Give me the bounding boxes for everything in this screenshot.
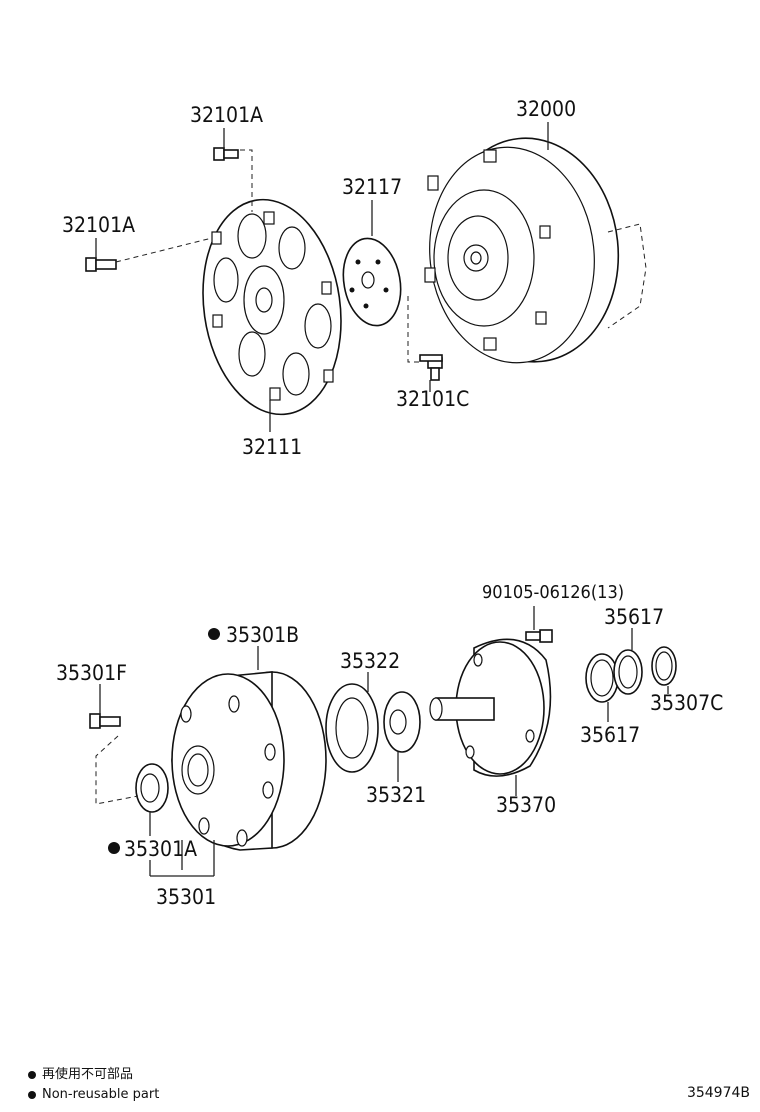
seal-ring-35307C	[651, 646, 677, 686]
torque-converter-32000	[424, 137, 620, 364]
label-35301: 35301	[156, 885, 216, 909]
drive-plate-32111	[202, 198, 342, 416]
label-32000: 32000	[516, 97, 576, 121]
spacer-plate-32117	[342, 237, 402, 327]
label-35301A: 35301A	[124, 837, 197, 861]
label-35617-top: 35617	[604, 605, 664, 629]
oil-pump-body-35301	[171, 671, 327, 851]
label-35617-bottom: 35617	[580, 723, 640, 747]
non-reusable-marker	[208, 628, 220, 640]
bullet-icon	[28, 1091, 36, 1099]
seal-ring-35617-a	[585, 653, 619, 703]
stator-shaft-35370	[429, 638, 552, 777]
non-reusable-marker	[108, 842, 120, 854]
diagram-code: 354974B	[686, 1085, 750, 1101]
label-32101C: 32101C	[396, 387, 469, 411]
legend-row-jp: 再使用不可部品	[28, 1065, 159, 1085]
label-90105-06126: 90105-06126(13)	[482, 582, 624, 603]
label-32101A-left: 32101A	[62, 213, 135, 237]
bolt-90105-06126	[525, 629, 553, 643]
legend-text-jp: 再使用不可部品	[42, 1067, 134, 1082]
bolt-32101C	[419, 354, 443, 381]
label-35307C: 35307C	[650, 691, 723, 715]
label-35301B: 35301B	[226, 623, 299, 647]
label-32111: 32111	[242, 435, 302, 459]
label-32101A-top: 32101A	[190, 103, 263, 127]
legend-text-en: Non-reusable part	[42, 1087, 160, 1102]
bolt-35301F	[89, 713, 121, 729]
bullet-icon	[28, 1071, 36, 1079]
legend-row-en: Non-reusable part	[28, 1085, 159, 1105]
label-35370: 35370	[496, 793, 556, 817]
seal-ring-35617-b	[613, 649, 643, 695]
oil-seal-35301A	[135, 763, 169, 813]
label-32117: 32117	[342, 175, 402, 199]
label-35301F: 35301F	[56, 661, 127, 685]
bolt-32101A-top	[213, 147, 239, 161]
label-35321: 35321	[366, 783, 426, 807]
label-35322: 35322	[340, 649, 400, 673]
bolt-32101A-left	[85, 257, 117, 272]
drive-gear-35321	[383, 691, 421, 753]
legend: 再使用不可部品 Non-reusable part	[28, 1065, 159, 1105]
driven-gear-35322	[325, 683, 379, 773]
